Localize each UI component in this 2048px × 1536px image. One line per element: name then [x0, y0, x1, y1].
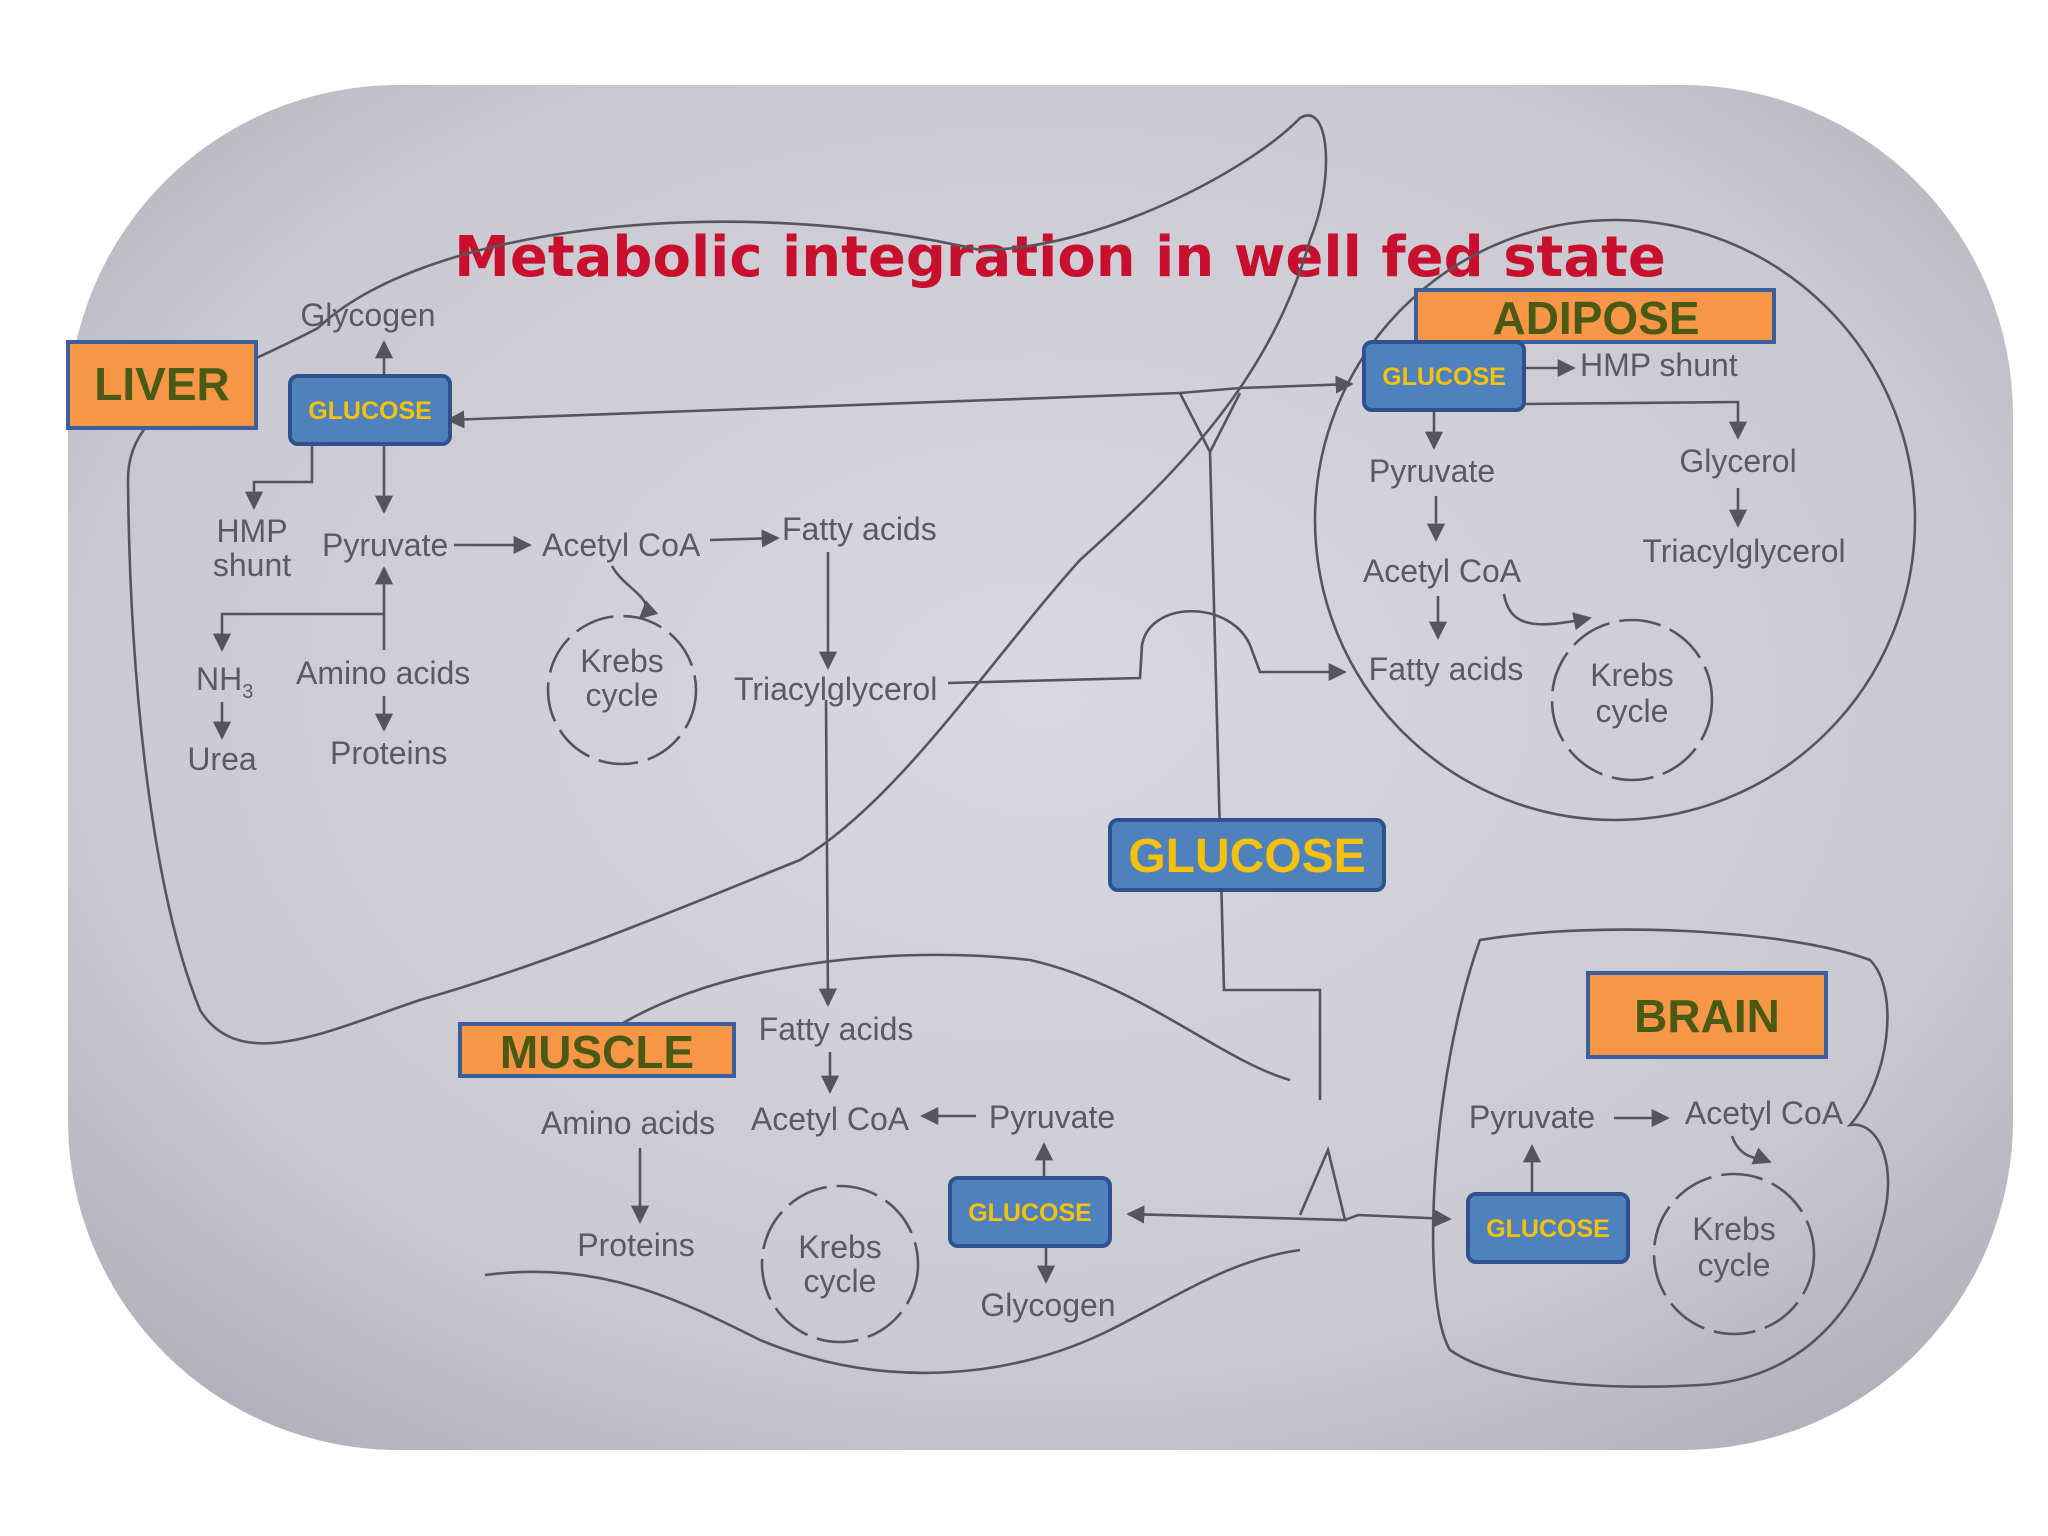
muscle-outline-bottom [484, 1248, 1301, 1375]
liver-glycogen: Glycogen [300, 297, 435, 333]
muscle-fattyacids: Fatty acids [759, 1011, 914, 1047]
muscle-box [458, 1022, 736, 1078]
adipose-acetylcoa: Acetyl CoA [1363, 553, 1522, 589]
brain-krebs-1: Krebs [1692, 1211, 1776, 1247]
adipose-outline [1313, 218, 1917, 822]
muscle-acetylcoa: Acetyl CoA [751, 1101, 910, 1137]
liver-fattyacids: Fatty acids [782, 511, 937, 547]
brain-acetylcoa: Acetyl CoA [1685, 1095, 1844, 1131]
glucose-to-liver-line [446, 391, 1181, 429]
liver-krebs-2: cycle [586, 677, 659, 713]
adipose-glucose-to-glycerol [1523, 400, 1748, 440]
central-glucose-label: GLUCOSE [1128, 830, 1365, 883]
muscle-aminoacids: Amino acids [541, 1105, 715, 1141]
liver-outline [126, 114, 1328, 1045]
brain-krebs-circle [1652, 1172, 1816, 1336]
liver-acetylcoa-to-fattyacids [709, 529, 780, 548]
liver-aminoacids: Amino acids [296, 655, 470, 691]
muscle-pyruvate: Pyruvate [989, 1099, 1115, 1135]
muscle-glycogen: Glycogen [980, 1287, 1115, 1323]
liver-box [66, 340, 258, 430]
glucose-to-muscle-line [1126, 1145, 1347, 1224]
adipose-acetylcoa-to-krebs [1502, 593, 1592, 631]
liver-proteins: Proteins [330, 735, 447, 771]
liver-aminoacids-to-nh3 [212, 612, 384, 652]
brain-outline [1431, 928, 1890, 1388]
liver-urea: Urea [187, 741, 257, 777]
adipose-glucose-box [1362, 340, 1526, 412]
adipose-triacylglycerol: Triacylglycerol [1642, 533, 1845, 569]
muscle-krebs-1: Krebs [798, 1229, 882, 1265]
liver-triacylglycerol: Triacylglycerol [734, 671, 937, 707]
muscle-krebs-2: cycle [804, 1263, 877, 1299]
brain-pyruvate: Pyruvate [1469, 1099, 1595, 1135]
muscle-glucose-box [948, 1176, 1112, 1248]
diagram-title: Metabolic integration in well fed state [454, 225, 1666, 290]
liver-pyruvate: Pyruvate [322, 527, 448, 563]
adipose-glucose-label: GLUCOSE [1382, 363, 1506, 391]
central-glucose-box [1108, 818, 1386, 892]
adipose-pyruvate: Pyruvate [1369, 453, 1495, 489]
glucose-to-adipose-line [1179, 375, 1354, 395]
adipose-label: ADIPOSE [1492, 292, 1699, 344]
liver-krebs-circle [546, 614, 698, 766]
adipose-glycerol: Glycerol [1679, 443, 1796, 479]
adipose-fattyacids: Fatty acids [1369, 651, 1524, 687]
muscle-glucose-label: GLUCOSE [968, 1199, 1092, 1227]
adipose-krebs-2: cycle [1596, 693, 1669, 729]
liver-label: LIVER [94, 358, 229, 410]
central-vessel-line [1178, 392, 1322, 1100]
adipose-krebs-1: Krebs [1590, 657, 1674, 693]
muscle-label: MUSCLE [500, 1026, 694, 1078]
brain-krebs-2: cycle [1698, 1247, 1771, 1283]
adipose-box [1414, 288, 1776, 344]
liver-hmp-2: shunt [213, 547, 291, 583]
brain-glucose-label: GLUCOSE [1486, 1215, 1610, 1243]
adipose-hmp-shunt: HMP shunt [1580, 347, 1738, 383]
liver-nh3: NH3 [196, 661, 253, 703]
brain-box [1586, 971, 1828, 1059]
liver-krebs-1: Krebs [580, 643, 664, 679]
liver-glucose-label: GLUCOSE [308, 397, 432, 425]
adipose-krebs-circle [1550, 618, 1714, 782]
liver-glucose-to-hmp [244, 446, 314, 510]
diagram-background [68, 85, 2013, 1450]
tag-to-muscle-line [818, 699, 837, 1007]
liver-hmp-1: HMP [216, 513, 287, 549]
muscle-proteins: Proteins [577, 1227, 694, 1263]
liver-glucose-box [288, 374, 452, 446]
brain-glucose-box [1466, 1192, 1630, 1264]
brain-label: BRAIN [1634, 990, 1780, 1042]
glucose-to-brain-line [1344, 1209, 1452, 1228]
liver-tag-to-adipose-line [947, 609, 1347, 685]
brain-acetylcoa-to-krebs [1730, 1135, 1772, 1165]
muscle-krebs-circle [760, 1184, 920, 1344]
liver-acetylcoa-to-krebs [610, 565, 659, 620]
muscle-outline-top [589, 953, 1291, 1082]
liver-acetylcoa: Acetyl CoA [542, 527, 701, 563]
